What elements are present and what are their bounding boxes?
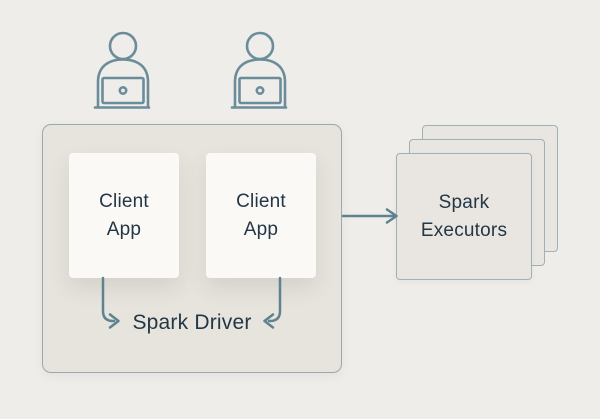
spark-driver-label: Spark Driver [132,311,252,334]
user-1 [93,30,153,110]
spark-driver-panel: Client App Client App Spark Driver [42,124,342,373]
spark-executors-label: Spark Executors [420,191,508,241]
spark-executors-card: Spark Executors [396,153,532,280]
driver-to-executors-arrow [341,208,398,224]
client-app-card-2: Client App [206,153,316,278]
person-at-laptop-icon [93,31,151,109]
client-app-label: Client App [236,190,286,240]
client-app-label: Client App [99,190,149,240]
client-app-card-1: Client App [69,153,179,278]
person-at-laptop-icon [230,31,288,109]
user-2 [230,30,290,110]
